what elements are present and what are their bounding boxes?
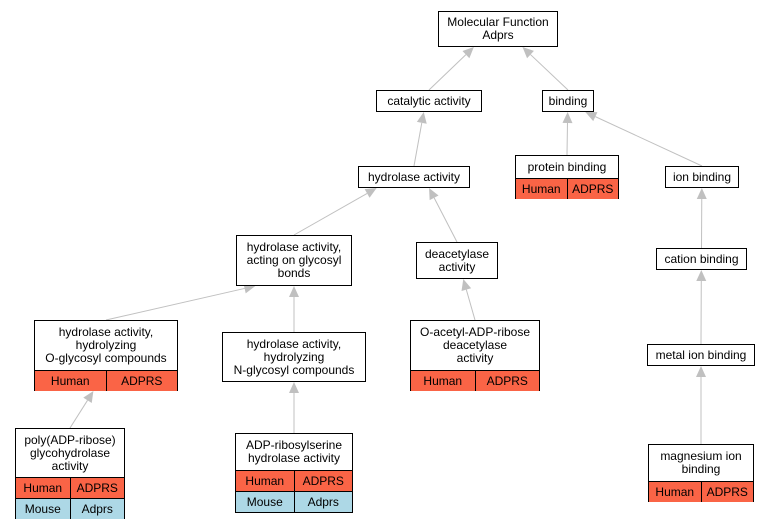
species-name: Human [50, 374, 90, 388]
species-row-human: Human ADPRS [16, 477, 124, 498]
node-label: deacetylase activity [424, 246, 490, 274]
species-name: Human [423, 374, 463, 388]
node-hydrolase-glycosyl-bonds[interactable]: hydrolase activity, acting on glycosyl b… [236, 235, 352, 286]
edge-line [413, 122, 423, 167]
gene-name: ADPRS [700, 482, 754, 502]
edge-arrowhead [243, 283, 256, 294]
node-label: binding [548, 93, 588, 108]
edge-arrowhead [585, 112, 598, 122]
node-hydrolase-n-glycosyl[interactable]: hydrolase activity, hydrolyzing N-glycos… [222, 332, 366, 382]
species-name: Human [245, 474, 285, 488]
node-molecular-function[interactable]: Molecular Function Adprs [438, 11, 558, 47]
node-label: metal ion binding [655, 347, 747, 362]
edge-arrowhead [289, 286, 299, 297]
node-magnesium-ion-binding[interactable]: magnesium ion binding Human ADPRS [648, 444, 754, 502]
node-label: magnesium ion binding [660, 449, 742, 476]
species-name: Human [655, 485, 695, 499]
node-label: cation binding [664, 251, 739, 266]
edge-arrowhead [364, 188, 377, 198]
species-name: Mouse [246, 495, 283, 509]
gene-name: ADPRS [474, 371, 540, 391]
node-label: O-acetyl-ADP-ribose deacetylase activity [419, 325, 531, 365]
species-name: Human [23, 481, 63, 495]
edge-arrowhead [696, 188, 707, 200]
edge-arrowhead [522, 47, 534, 59]
edge-arrowhead [461, 279, 472, 291]
gene-name: Adprs [69, 499, 125, 519]
node-deacetylase-activity[interactable]: deacetylase activity [416, 242, 498, 279]
node-adp-ribosylserine-hydrolase[interactable]: ADP-ribosylserine hydrolase activity Hum… [235, 433, 353, 513]
edge-line [595, 116, 703, 167]
edge-line [105, 287, 245, 321]
node-label: hydrolase activity, hydrolyzing N-glycos… [233, 336, 355, 377]
node-cation-binding[interactable]: cation binding [656, 248, 747, 270]
edge-line [428, 54, 467, 91]
node-hydrolase-activity[interactable]: hydrolase activity [358, 166, 470, 188]
edge-arrowhead [696, 270, 707, 282]
gene-name: ADPRS [69, 478, 125, 498]
edge-arrowhead [429, 188, 439, 201]
species-row-mouse: Mouse Adprs [16, 498, 124, 519]
edge-arrowhead [289, 382, 299, 393]
node-label: ion binding [672, 169, 732, 184]
gene-name: Adprs [293, 492, 353, 512]
node-ion-binding[interactable]: ion binding [665, 166, 739, 188]
species-name: Human [521, 182, 561, 196]
species-row-human: Human ADPRS [411, 370, 539, 391]
node-label: catalytic activity [387, 93, 471, 108]
edge-arrowhead [696, 366, 706, 377]
node-label: hydrolase activity, acting on glycosyl b… [246, 240, 342, 280]
node-label: ADP-ribosylserine hydrolase activity [245, 438, 343, 465]
edge-arrowhead [462, 47, 474, 59]
node-binding[interactable]: binding [542, 90, 594, 112]
edge-line [465, 289, 476, 321]
node-poly-adp-ribose-glycohydrolase[interactable]: poly(ADP-ribose) glycohydrolase activity… [15, 428, 125, 519]
edge-line [293, 193, 368, 236]
gene-name: ADPRS [105, 371, 178, 391]
edge-line [530, 54, 569, 91]
edge-arrowhead [83, 391, 94, 403]
edge-arrowhead [416, 112, 427, 124]
node-hydrolase-o-glycosyl[interactable]: hydrolase activity, hydrolyzing O-glycos… [34, 320, 178, 391]
node-o-acetyl-adp-ribose-deacetylase[interactable]: O-acetyl-ADP-ribose deacetylase activity… [410, 320, 540, 391]
edge-line [69, 400, 88, 429]
species-row-mouse: Mouse Adprs [236, 491, 352, 512]
edge-arrowhead [562, 112, 573, 124]
node-label: poly(ADP-ribose) glycohydrolase activity [24, 432, 116, 473]
node-label: hydrolase activity [367, 169, 461, 184]
node-metal-ion-binding[interactable]: metal ion binding [647, 344, 755, 366]
species-name: Mouse [24, 502, 61, 516]
species-row-human: Human ADPRS [649, 481, 753, 502]
species-row-human: Human ADPRS [236, 470, 352, 491]
node-label: hydrolase activity, hydrolyzing O-glycos… [45, 325, 167, 365]
gene-name: ADPRS [566, 179, 619, 199]
edge-line [433, 197, 458, 243]
node-label: Molecular Function Adprs [447, 15, 549, 42]
species-row-human: Human ADPRS [35, 370, 177, 391]
node-protein-binding[interactable]: protein binding Human ADPRS [515, 155, 619, 199]
node-catalytic-activity[interactable]: catalytic activity [376, 90, 482, 112]
species-row-human: Human ADPRS [516, 178, 618, 199]
node-label: protein binding [527, 159, 607, 174]
gene-name: ADPRS [293, 471, 353, 491]
